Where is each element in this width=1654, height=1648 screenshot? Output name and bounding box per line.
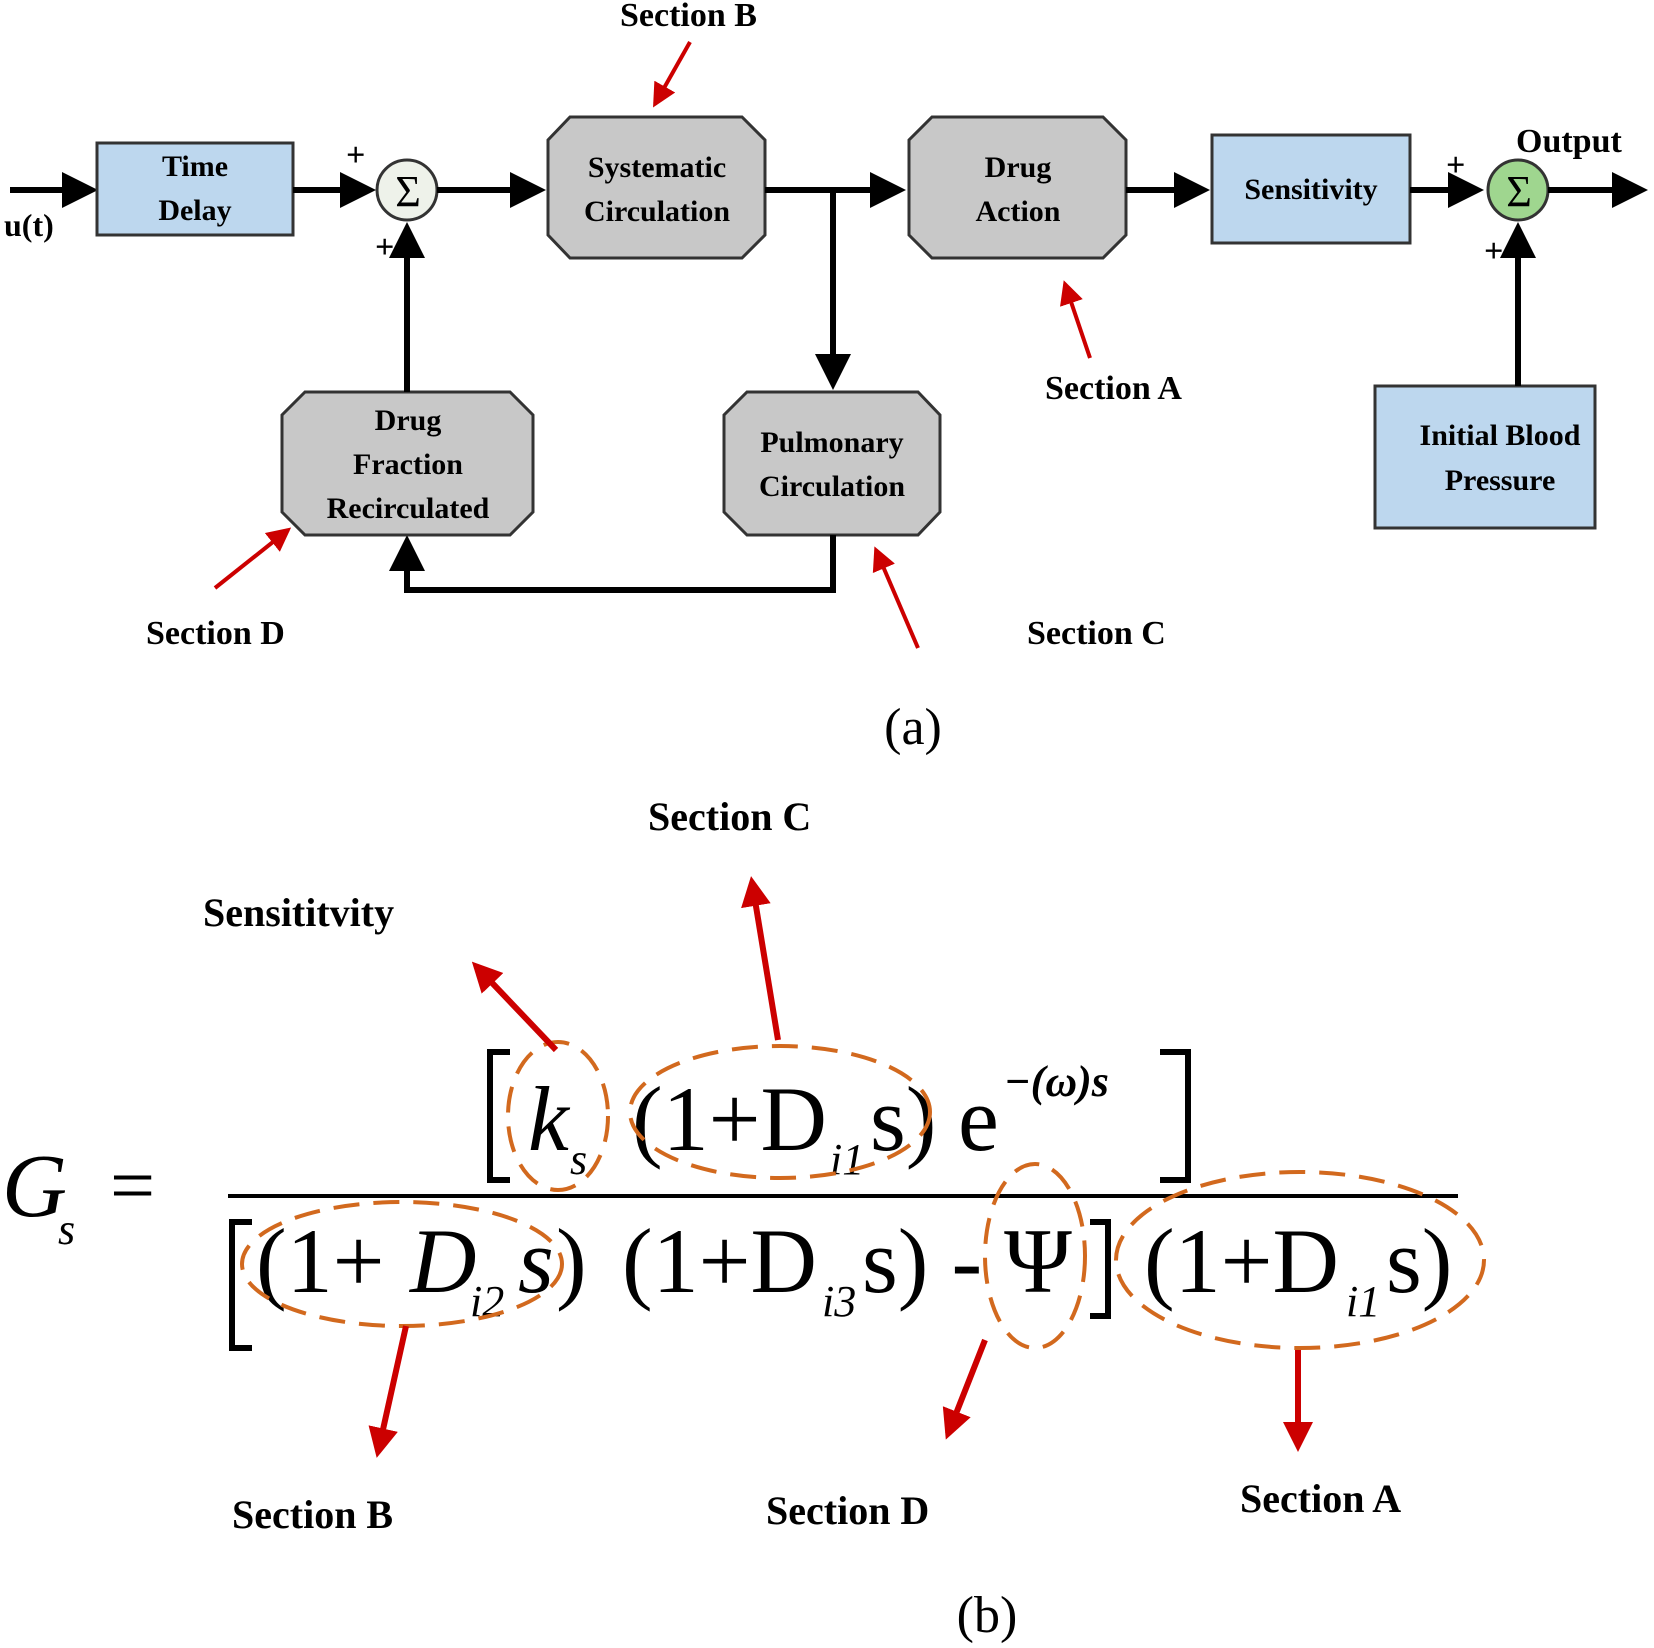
- den-t3-end: s): [1386, 1210, 1452, 1312]
- section-b-arrow-b: [368, 1325, 409, 1458]
- systematic-circulation-block: [546, 115, 767, 260]
- dashed-ellipse-psi: [983, 1162, 1087, 1350]
- panel-a-block-diagram: u(t) Time Delay Σ + + Systematic Circula…: [4, 0, 1648, 756]
- drug-action-label-2: Action: [976, 195, 1061, 228]
- sensitivity-arrow-b: [471, 961, 559, 1053]
- drug-action-block: [907, 115, 1128, 260]
- pulmonary-label-2: Circulation: [759, 470, 905, 503]
- section-b-label-b: Section B: [232, 1492, 393, 1537]
- pulmonary-label-1: Pulmonary: [760, 426, 903, 459]
- dashed-ellipse-ks: [506, 1040, 610, 1192]
- section-c-label-b: Section C: [648, 794, 811, 839]
- systematic-label-1: Systematic: [588, 151, 726, 184]
- sum1-plus-bottom: +: [375, 229, 394, 266]
- initial-blood-pressure-block: [1373, 384, 1597, 530]
- section-a-label-b: Section A: [1240, 1476, 1401, 1521]
- num-term: (1+D: [632, 1068, 827, 1170]
- drug-fraction-recirculated-block: [280, 390, 535, 537]
- den-t2-sub: i3: [822, 1277, 856, 1326]
- den-t2-end: s) -: [862, 1210, 982, 1312]
- num-k: k: [528, 1068, 571, 1170]
- panel-a-caption: (a): [884, 699, 942, 756]
- input-label: u(t): [4, 207, 54, 243]
- section-c-arrow-a: [872, 546, 920, 649]
- systematic-label-2: Circulation: [584, 195, 730, 228]
- pulmonary-circulation-block: [722, 390, 942, 537]
- den-t3-sub: i1: [1346, 1277, 1380, 1326]
- panel-b-caption: (b): [957, 1587, 1018, 1644]
- sum2-plus-top: +: [1446, 147, 1465, 184]
- section-d-label-a: Section D: [146, 615, 285, 652]
- den-psi: Ψ: [1004, 1210, 1072, 1312]
- section-c-label-a: Section C: [1027, 615, 1166, 652]
- output-label: Output: [1516, 123, 1622, 160]
- den-t1-s: s: [518, 1210, 554, 1312]
- sensitivity-block: [1210, 133, 1412, 245]
- sum1-plus-top: +: [346, 137, 365, 174]
- sensitivity-label-b: Sensititvity: [203, 890, 394, 935]
- summing-junction-2-symbol: Σ: [1506, 167, 1532, 216]
- drug-fraction-label-2: Fraction: [353, 448, 463, 481]
- num-e: e: [958, 1068, 999, 1170]
- num-term-sub: i1: [830, 1135, 864, 1184]
- section-c-arrow-b: [741, 876, 781, 1041]
- panel-b-transfer-function: G s = k s (1+D i1 s) e −(ω)s (1+ D i2 s …: [2, 794, 1486, 1644]
- drug-action-label-1: Drug: [985, 151, 1052, 184]
- lhs-G: G: [2, 1137, 67, 1236]
- summing-junction-1-symbol: Σ: [395, 167, 421, 216]
- den-t1-sub: i2: [470, 1277, 504, 1326]
- section-a-arrow-a: [1060, 280, 1092, 359]
- num-k-sub: s: [570, 1135, 587, 1184]
- lhs-G-sub: s: [58, 1205, 75, 1254]
- section-a-label-a: Section A: [1045, 370, 1182, 407]
- den-t1-D: D: [408, 1210, 476, 1312]
- time-delay-label-1: Time: [162, 150, 228, 183]
- dashed-ellipse-den-t1: [240, 1200, 564, 1328]
- sum2-plus-bottom: +: [1484, 233, 1503, 270]
- den-t3: (1+D: [1144, 1210, 1339, 1312]
- dashed-ellipse-den-t3: [1114, 1170, 1486, 1350]
- section-d-arrow-b: [942, 1338, 988, 1440]
- denominator-right-bracket: [1090, 1219, 1111, 1319]
- numerator-left-bracket: [487, 1049, 510, 1183]
- section-d-arrow-a: [213, 527, 292, 590]
- wire-pulmonary-to-drug-fraction: [389, 535, 836, 593]
- section-b-arrow-a: [653, 41, 692, 108]
- den-t2: (1+D: [622, 1210, 817, 1312]
- section-d-label-b: Section D: [766, 1488, 929, 1533]
- time-delay-label-2: Delay: [158, 194, 231, 227]
- dashed-ellipse-num-term: [628, 1044, 932, 1180]
- section-b-label-a: Section B: [620, 0, 757, 34]
- initial-bp-label-1: Initial Blood: [1420, 419, 1581, 452]
- initial-bp-label-2: Pressure: [1445, 464, 1556, 497]
- sensitivity-label: Sensitivity: [1244, 173, 1377, 206]
- num-term-end: s): [870, 1068, 936, 1170]
- num-exponent: −(ω)s: [1004, 1057, 1109, 1106]
- drug-fraction-label-3: Recirculated: [327, 492, 490, 525]
- lhs-equals: =: [110, 1142, 155, 1230]
- denominator-left-bracket: [229, 1219, 252, 1351]
- numerator-right-bracket: [1160, 1049, 1191, 1183]
- drug-fraction-label-1: Drug: [375, 404, 442, 437]
